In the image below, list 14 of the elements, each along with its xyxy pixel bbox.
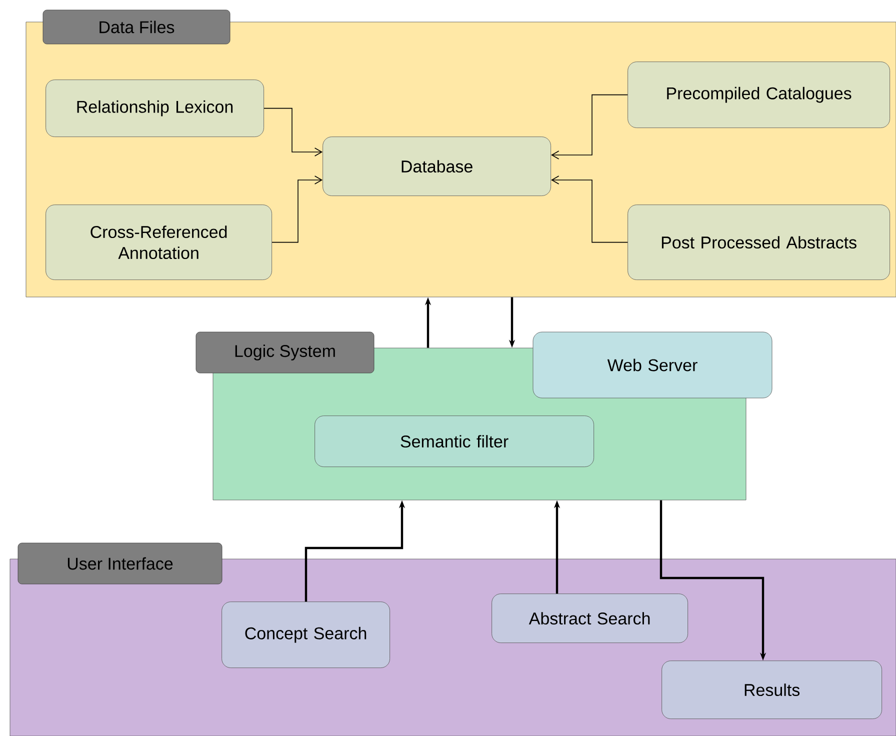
rounded-box: Semantic filter [314, 416, 594, 467]
rounded-box: Precompiled Catalogues [628, 62, 890, 128]
rounded-box: Database [322, 136, 551, 196]
arrow [264, 108, 323, 156]
arrow [551, 176, 628, 243]
rounded-box: Abstract Search [492, 594, 688, 643]
rounded-box: Results [662, 660, 882, 719]
arrow [551, 94, 628, 160]
rounded-box: Cross-Referenced Annotation [46, 204, 272, 280]
rounded-box: Relationship Lexicon [46, 80, 264, 137]
rounded-box: Post Processed Abstracts [628, 204, 890, 280]
rounded-box: Web Server [532, 332, 772, 398]
rounded-box: Concept Search [222, 602, 390, 668]
arrow [272, 176, 323, 243]
